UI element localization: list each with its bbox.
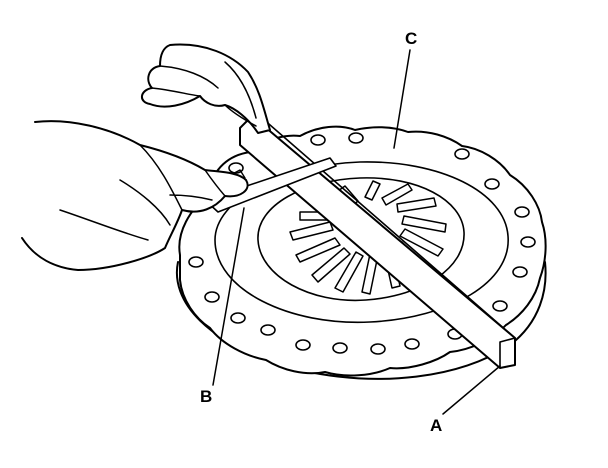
callout-label-a: A <box>430 416 443 435</box>
upper-hand <box>141 43 271 134</box>
callout-label-b: B <box>200 387 213 406</box>
callout-label-c: C <box>405 29 418 48</box>
leader-line-b <box>212 207 245 386</box>
upper-hand-finger-lines <box>151 61 257 127</box>
feeler-gauge <box>204 157 337 213</box>
straight-edge-end <box>499 337 516 369</box>
cover-bolt-holes <box>188 132 536 355</box>
lower-hand-finger-lines <box>59 144 226 241</box>
leader-line-c <box>393 49 411 149</box>
leader-line-a <box>442 365 501 415</box>
